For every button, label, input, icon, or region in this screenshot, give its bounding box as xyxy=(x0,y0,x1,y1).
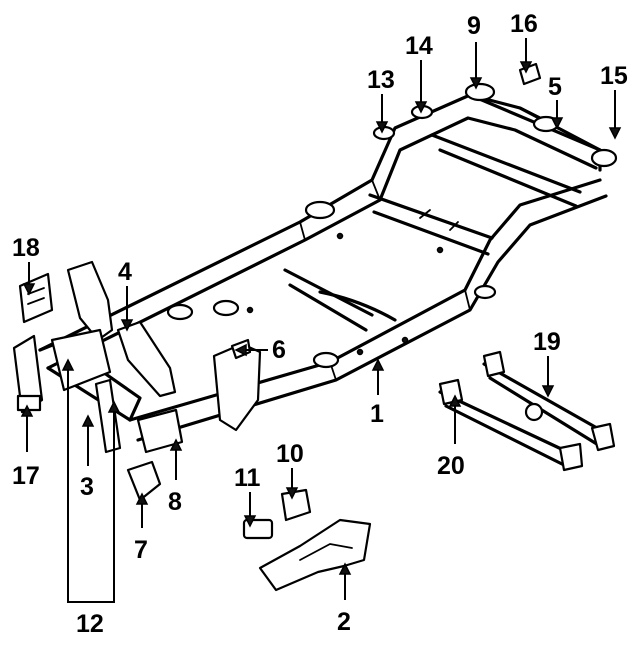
skid-plate-2 xyxy=(258,518,372,592)
callout-3: 3 xyxy=(80,473,94,501)
crossmember-20 xyxy=(438,378,584,472)
crossmember-19 xyxy=(482,350,616,452)
callout-14: 14 xyxy=(405,32,433,60)
bracket-17 xyxy=(12,334,44,414)
callout-17: 17 xyxy=(12,462,40,490)
front-left-bracket xyxy=(50,260,114,392)
mount-8 xyxy=(136,408,184,454)
callout-1: 1 xyxy=(370,400,384,428)
callout-10: 10 xyxy=(276,440,304,468)
callout-4: 4 xyxy=(118,258,132,286)
callout-labels: 1 2 3 4 5 6 7 8 9 10 11 12 13 14 15 16 1… xyxy=(12,10,628,638)
bracket-10 xyxy=(280,488,312,522)
callout-20: 20 xyxy=(437,452,465,480)
callout-13: 13 xyxy=(367,66,395,94)
bracket-4 xyxy=(116,320,177,398)
callout-2: 2 xyxy=(337,608,351,636)
bracket-3 xyxy=(94,378,122,454)
main-frame xyxy=(38,82,618,442)
callout-9: 9 xyxy=(467,12,481,40)
callout-7: 7 xyxy=(134,536,148,564)
callout-6: 6 xyxy=(272,336,286,364)
callout-19: 19 xyxy=(533,328,561,356)
callout-5: 5 xyxy=(548,73,562,101)
callout-12: 12 xyxy=(76,610,104,638)
callout-8: 8 xyxy=(168,488,182,516)
bracket-7 xyxy=(126,460,162,502)
bracket-18 xyxy=(18,272,54,324)
callout-18: 18 xyxy=(12,234,40,262)
bracket-6 xyxy=(212,338,262,432)
callout-15: 15 xyxy=(600,62,628,90)
callout-11: 11 xyxy=(234,464,261,492)
leader-lines xyxy=(20,38,622,603)
callout-16: 16 xyxy=(510,10,538,38)
